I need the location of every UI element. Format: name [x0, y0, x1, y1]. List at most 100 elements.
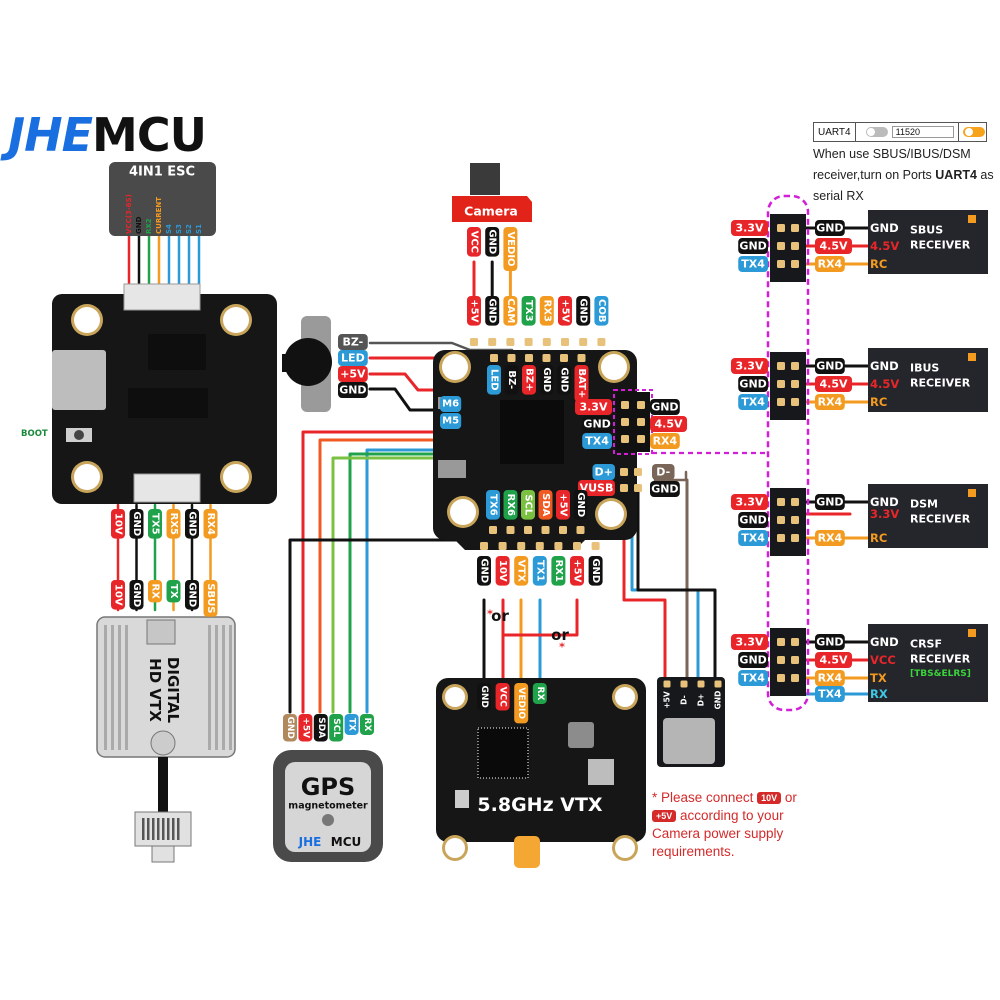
uart4-pad-r0 [637, 401, 645, 409]
rx-wire-label-2-0: GND [816, 496, 843, 509]
fc-bottom-inner-pin-5: GND [575, 492, 586, 517]
receiver-port-highlight [766, 194, 810, 712]
rx-pad-board-0 [770, 214, 806, 282]
usb-right-1-bg [650, 481, 680, 497]
vtx-fin-l3 [125, 625, 128, 750]
rx-pad-r-2-1 [791, 516, 799, 524]
rx-pad-left-2-0: 3.3V [735, 496, 763, 509]
brand-logo: JHEMCU [8, 112, 207, 158]
vtx-component-2 [588, 759, 614, 785]
baud-select[interactable]: 11520 [891, 126, 954, 138]
fc-top-pin-2: CAM [505, 298, 516, 323]
uart4-left-2: TX4 [585, 435, 609, 448]
receiver-led-3 [968, 629, 976, 637]
receiver-pin-0-1: 4.5V [870, 239, 899, 253]
usb-right-0: D- [656, 466, 670, 479]
fc-top-pad-1 [488, 338, 497, 346]
esc-pin-label-4: S4 [165, 224, 173, 234]
rx-pad-left-1-0-bg [730, 358, 768, 374]
buzzer-lead [282, 354, 296, 372]
serial-rx-toggle[interactable] [962, 127, 985, 137]
rx-pad-left-3-2: TX4 [741, 672, 765, 685]
fc-top-pin-5: +5V [560, 299, 571, 322]
footnote-text-c: according to your Camera power supply re… [652, 808, 784, 859]
rx-pad-left-2-0-bg [730, 494, 768, 510]
fc-top-pin-0: +5V [469, 299, 480, 322]
fc-bottom-inner-pin-0: TX6 [488, 494, 499, 516]
uart4-left-1: GND [583, 418, 610, 431]
fc-left-pin-1: GND [131, 511, 142, 536]
vtx-fin-r2 [222, 625, 225, 750]
fc-bottom-inner-pin-5-bg [573, 490, 588, 520]
fc-main-mount-hole-1 [601, 354, 627, 380]
receiver-pin-2-0: GND [870, 495, 899, 509]
antenna-rib-2 [152, 818, 155, 840]
fc-left-pin-3: RX5 [168, 513, 179, 535]
uart4-pad-l1 [621, 418, 629, 426]
digital-vtx-pin-1-bg [129, 580, 144, 610]
fc-bottom-inner-pad-1 [506, 526, 515, 534]
fc-bottom-inner-pin-4-bg [556, 490, 570, 520]
receiver-pin-3-1: VCC [870, 653, 896, 667]
camera-pin-1-bg [485, 227, 500, 257]
uart4-left-0: 3.3V [579, 401, 607, 414]
gps-pin-3-bg [329, 714, 344, 742]
fc-bottom-pad-0 [480, 542, 488, 550]
rx-wire-label-3-3-bg [815, 686, 845, 702]
fc-bottom-pad-3 [535, 542, 544, 550]
fc-inner-top-pad-2 [525, 354, 533, 362]
rx-pad-left-1-2-bg [738, 394, 768, 410]
fc-inner-top-pin-3: GND [541, 367, 552, 392]
esc-title: 4IN1 ESC [129, 165, 195, 180]
vtx-top-port [146, 619, 176, 645]
usb-right-0-bg [652, 464, 675, 480]
rx-wire-label-3-1: 4.5V [820, 654, 848, 667]
gps-pin-3: SCL [331, 718, 341, 737]
receiver-pin-1-1: 4.5V [870, 377, 899, 391]
msp-toggle[interactable] [865, 127, 888, 137]
wire-usb-gnd [636, 488, 717, 692]
rx-pad-left-0-2: TX4 [741, 258, 765, 271]
uart-port-label: UART4 [818, 126, 851, 138]
rx-pad-left-2-1-bg [738, 512, 768, 528]
gps-pin-5-bg [360, 714, 374, 735]
gps-title: GPS [301, 773, 356, 801]
fc-top-pin-3-bg [521, 296, 536, 326]
fc-inner-top-pin-4-bg [557, 365, 571, 395]
camera-body [470, 163, 500, 195]
fc-bottom-pad-2 [517, 542, 526, 550]
escapes-chip [128, 388, 208, 418]
fc-inner-top-pin-5: BAT+ [576, 369, 587, 399]
antenna-tip [151, 845, 175, 863]
fc-bottom-pin-5: +5V [572, 559, 583, 582]
fc-inner-top-pin-2: BZ+ [524, 368, 535, 391]
uart4-pad-l0 [621, 401, 629, 409]
fc-inner-top-pad-0 [490, 354, 498, 362]
uart-note-text: When use SBUS/IBUS/DSM receiver,turn on … [813, 147, 971, 182]
fc-left-pin-4-bg [185, 509, 199, 539]
rx-wire-label-0-1: 4.5V [820, 240, 848, 253]
rx-wire-label-2-0-bg [815, 494, 845, 510]
boot-label: BOOT [21, 429, 48, 439]
rx-pad-board-3 [770, 628, 806, 696]
uart4-right-0-bg [650, 399, 680, 415]
rx-pad-left-3-2-bg [738, 670, 768, 686]
rx-pad-left-2-1: GND [739, 514, 766, 527]
receiver-name-0: SBUS [910, 224, 943, 237]
vtx-mount-hole-2 [445, 838, 465, 858]
rx-pad-l-2-1 [777, 516, 785, 524]
fc-bottom-inner-pad-2 [524, 526, 532, 534]
rx-pad-left-0-1: GND [739, 240, 766, 253]
fc-top-pin-4-bg [539, 296, 554, 326]
footnote-pill-5v: +5V [652, 810, 677, 822]
antenna-cable [158, 757, 168, 813]
vtx-mount-hole-1 [615, 687, 635, 707]
rx-pad-r-3-2 [791, 674, 799, 682]
fc-left-pin-2-bg [148, 509, 162, 539]
rx-pad-l-1-2 [777, 398, 785, 406]
motor-label-m6: M6 [442, 399, 459, 410]
fc-inner-top-pin-1: BZ- [506, 370, 517, 389]
buzzer-pin-2-bg [338, 366, 368, 382]
fc-bottom-inner-pad-4 [559, 526, 567, 534]
antenna-rib-4 [162, 818, 165, 840]
